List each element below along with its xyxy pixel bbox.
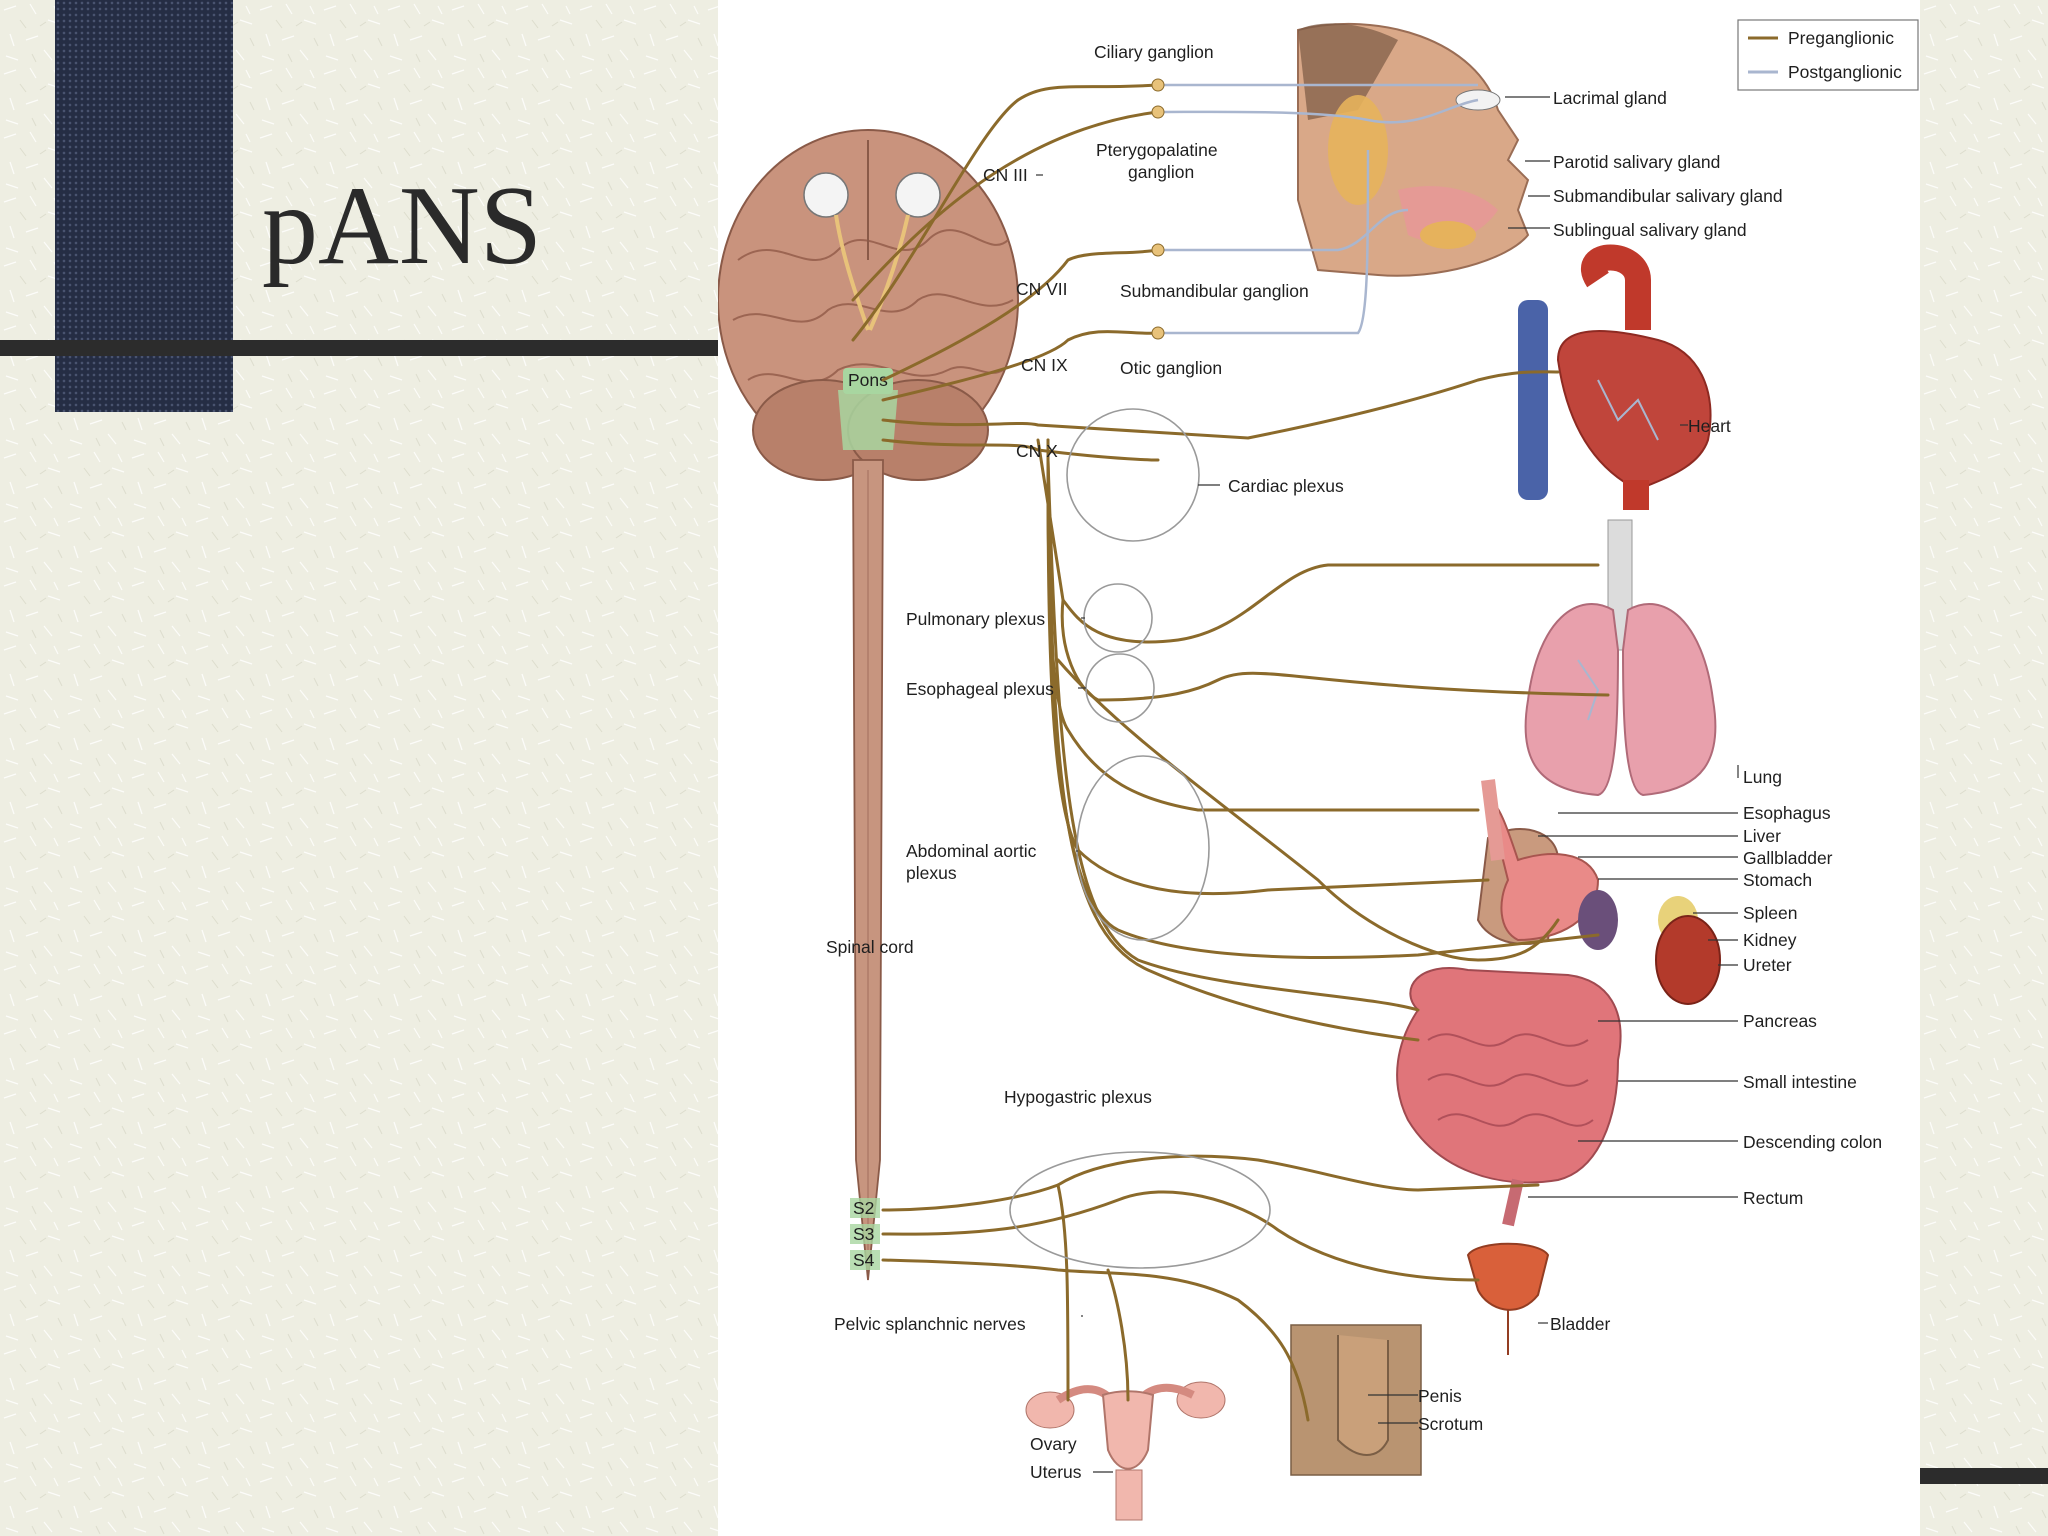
corner-rule-bar [1920, 1468, 2048, 1484]
penis-label: Penis [1418, 1386, 1462, 1406]
submandibular-gland-label: Submandibular salivary gland [1553, 186, 1783, 206]
submandibular-ganglion-dot [1151, 243, 1165, 257]
postganglionic-nerves [1157, 83, 1479, 335]
esophageal-plexus-label: Esophageal plexus [906, 679, 1054, 699]
spinal-cord-label: Spinal cord [826, 937, 914, 957]
lacrimal-gland-label: Lacrimal gland [1553, 88, 1667, 108]
otic-ganglion-dot [1151, 326, 1165, 340]
lung-label: Lung [1743, 767, 1782, 787]
left-eye-icon [803, 172, 849, 218]
abdominal-aortic-label-line2: plexus [906, 863, 957, 883]
pulmonary-plexus-circle [1083, 583, 1153, 653]
s3-label: S3 [853, 1224, 874, 1244]
esophagus-label: Esophagus [1743, 803, 1831, 823]
legend-preganglionic-label: Preganglionic [1788, 28, 1894, 48]
plexus-circles [1009, 408, 1271, 1269]
cardiac-plexus-circle [1066, 408, 1200, 542]
heart-illustration [1518, 244, 1712, 510]
ovary-label: Ovary [1030, 1434, 1077, 1454]
brain-illustration: Pons [718, 129, 1019, 481]
submandibular-ganglion-label: Submandibular ganglion [1120, 281, 1309, 301]
pterygopalatine-ganglion-dot [1151, 105, 1165, 119]
s4-label: S4 [853, 1250, 875, 1270]
pulmonary-plexus-label: Pulmonary plexus [906, 609, 1045, 629]
gallbladder-label: Gallbladder [1743, 848, 1833, 868]
uterus-label: Uterus [1030, 1462, 1082, 1482]
pterygopalatine-label-line2: ganglion [1128, 162, 1194, 182]
abdominal-aortic-label-line1: Abdominal aortic [906, 841, 1037, 861]
rectum-label: Rectum [1743, 1188, 1803, 1208]
scrotum-label: Scrotum [1418, 1414, 1483, 1434]
leader-lines [1036, 96, 1739, 1473]
slide-title: pANS [262, 164, 543, 288]
head-illustration [1297, 23, 1530, 277]
male-genital-illustration [1290, 1324, 1422, 1476]
ganglia [1151, 78, 1165, 340]
esophageal-plexus-circle [1085, 653, 1155, 723]
right-eye-icon [895, 172, 941, 218]
pancreas-label: Pancreas [1743, 1011, 1817, 1031]
preganglionic-nerves [851, 83, 1610, 1422]
hypogastric-plexus-label: Hypogastric plexus [1004, 1087, 1152, 1107]
descending-colon-label: Descending colon [1743, 1132, 1882, 1152]
pelvic-splanchnic-label: Pelvic splanchnic nerves [834, 1314, 1026, 1334]
parotid-gland-label: Parotid salivary gland [1553, 152, 1720, 172]
ciliary-ganglion-label: Ciliary ganglion [1094, 42, 1214, 62]
kidney-label: Kidney [1743, 930, 1797, 950]
abdominal-aortic-plexus-circle [1076, 755, 1210, 941]
cardiac-plexus-label: Cardiac plexus [1228, 476, 1344, 496]
hypogastric-plexus-circle [1009, 1151, 1271, 1269]
spleen-label: Spleen [1743, 903, 1798, 923]
stomach-label: Stomach [1743, 870, 1812, 890]
pons-label: Pons [848, 370, 888, 390]
liver-label: Liver [1743, 826, 1781, 846]
cn10-label: CN X [1016, 441, 1058, 461]
heart-label: Heart [1688, 416, 1731, 436]
s2-label: S2 [853, 1198, 874, 1218]
sublingual-gland-label: Sublingual salivary gland [1553, 220, 1747, 240]
diagram-labels: Ciliary ganglion Pterygopalatine ganglio… [826, 42, 1882, 1482]
lungs-illustration [1524, 519, 1717, 797]
parasympathetic-diagram: Preganglionic Postganglionic Pons S2 S3 … [718, 19, 1919, 1521]
abdominal-organs-illustration [1396, 779, 1721, 1227]
ciliary-ganglion-dot [1151, 78, 1165, 92]
small-intestine-label: Small intestine [1743, 1072, 1857, 1092]
cn9-label: CN IX [1021, 355, 1068, 375]
female-reproductive-illustration [1025, 1381, 1226, 1521]
legend: Preganglionic Postganglionic [1737, 19, 1919, 91]
legend-postganglionic-label: Postganglionic [1788, 62, 1902, 82]
ureter-label: Ureter [1743, 955, 1792, 975]
title-underline-bar [0, 340, 718, 356]
spinal-cord-illustration: S2 S3 S4 [850, 459, 884, 1281]
bladder-illustration [1466, 1242, 1550, 1355]
bladder-label: Bladder [1550, 1314, 1610, 1334]
otic-ganglion-label: Otic ganglion [1120, 358, 1222, 378]
pterygopalatine-label-line1: Pterygopalatine [1096, 140, 1218, 160]
cn7-label: CN VII [1016, 279, 1068, 299]
cn3-label: CN III [983, 165, 1028, 185]
